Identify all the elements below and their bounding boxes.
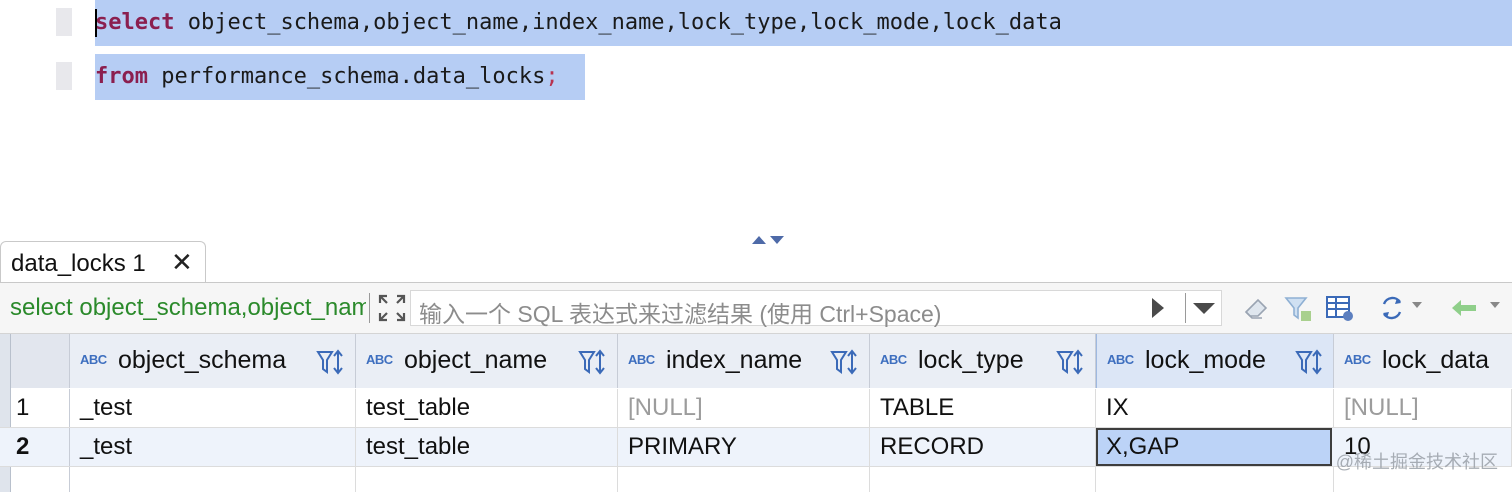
column-header-object-name[interactable]: ABC object_name: [356, 334, 618, 388]
grid-header: ABC object_schema ABC object_name ABC in…: [0, 334, 1512, 388]
sort-filter-icon[interactable]: [578, 348, 608, 376]
cell-lock-type[interactable]: RECORD: [870, 428, 1096, 466]
column-title: object_schema: [118, 346, 287, 374]
empty-row: [0, 467, 1512, 492]
sql-keyword: select: [95, 10, 175, 35]
tab-data-locks[interactable]: data_locks 1 ✕: [0, 241, 206, 282]
cell-object-name[interactable]: test_table: [356, 389, 618, 427]
sql-keyword: from: [95, 64, 148, 89]
line-marker: [56, 8, 72, 36]
refresh-icon[interactable]: [1376, 292, 1408, 324]
run-filter-icon[interactable]: [1152, 298, 1164, 318]
filter-input[interactable]: 输入一个 SQL 表达式来过滤结果 (使用 Ctrl+Space): [410, 290, 1222, 327]
empty-cell: [1096, 467, 1334, 492]
column-header-index-name[interactable]: ABC index_name: [618, 334, 870, 388]
abc-type-icon: ABC: [1107, 352, 1134, 367]
panel-splitter[interactable]: [752, 231, 788, 249]
grid-settings-icon[interactable]: [1324, 292, 1356, 324]
column-title: index_name: [666, 346, 803, 374]
code-line-2[interactable]: from performance_schema.data_locks;: [95, 54, 585, 100]
query-text-link[interactable]: select object_schema,object_name,index_n…: [0, 283, 366, 333]
table-row[interactable]: 2 _test test_table PRIMARY RECORD X,GAP …: [0, 428, 1512, 466]
chevron-down-icon[interactable]: [770, 236, 784, 244]
divider: [1185, 293, 1186, 323]
column-header-lock-mode[interactable]: ABC lock_mode: [1096, 334, 1334, 388]
abc-type-icon: ABC: [80, 352, 107, 367]
row-number[interactable]: 1: [10, 389, 70, 427]
cell-lock-data[interactable]: [NULL]: [1334, 389, 1512, 427]
empty-cell: [618, 467, 870, 492]
cell-lock-data[interactable]: 10: [1334, 428, 1512, 466]
tab-label: data_locks 1: [11, 250, 146, 277]
expand-icon[interactable]: [377, 293, 407, 323]
sql-semicolon: ;: [545, 64, 559, 89]
sort-filter-icon[interactable]: [316, 348, 346, 376]
cell-lock-type[interactable]: TABLE: [870, 389, 1096, 427]
sort-filter-icon[interactable]: [830, 348, 860, 376]
cell-lock-mode-selected[interactable]: X,GAP: [1096, 428, 1332, 466]
abc-type-icon: ABC: [366, 352, 393, 367]
row-header-strip: [0, 334, 11, 492]
row-number[interactable]: 2: [10, 428, 70, 466]
column-header-object-schema[interactable]: ABC object_schema: [70, 334, 356, 388]
sort-filter-icon[interactable]: [1056, 348, 1086, 376]
column-header-lock-data[interactable]: ABC lock_data: [1334, 334, 1512, 388]
eraser-icon[interactable]: [1240, 292, 1272, 324]
line-marker: [56, 62, 72, 90]
cell-object-schema[interactable]: _test: [70, 428, 356, 466]
cell-index-name[interactable]: [NULL]: [618, 389, 870, 427]
close-icon[interactable]: ✕: [171, 247, 193, 277]
abc-type-icon: ABC: [880, 352, 907, 367]
sql-editor[interactable]: select object_schema,object_name,index_n…: [0, 0, 1512, 228]
sql-text: performance_schema.data_locks: [147, 64, 546, 89]
chevron-down-icon[interactable]: [1490, 302, 1500, 308]
abc-type-icon: ABC: [628, 352, 655, 367]
empty-cell: [70, 467, 356, 492]
column-title: lock_mode: [1145, 346, 1266, 374]
cell-index-name[interactable]: PRIMARY: [618, 428, 870, 466]
column-title: lock_data: [1382, 346, 1490, 374]
row-divider: [0, 427, 1512, 428]
query-text: select object_schema,object_name,index_n…: [10, 294, 366, 321]
cell-lock-mode[interactable]: IX: [1096, 389, 1334, 427]
column-title: object_name: [404, 346, 548, 374]
abc-type-icon: ABC: [1344, 352, 1371, 367]
row-divider: [0, 466, 1512, 467]
arrow-left-icon[interactable]: [1448, 292, 1480, 324]
dropdown-icon[interactable]: [1193, 303, 1215, 314]
watermark: @稀土掘金技术社区: [1335, 452, 1498, 472]
empty-cell: [356, 467, 618, 492]
column-header-lock-type[interactable]: ABC lock_type: [870, 334, 1096, 388]
cell-object-schema[interactable]: _test: [70, 389, 356, 427]
divider: [369, 293, 370, 323]
result-grid[interactable]: ABC object_schema ABC object_name ABC in…: [0, 334, 1512, 492]
grid-corner[interactable]: [0, 334, 70, 388]
filter-placeholder: 输入一个 SQL 表达式来过滤结果 (使用 Ctrl+Space): [419, 301, 942, 327]
chevron-down-icon[interactable]: [1412, 302, 1422, 308]
column-title: lock_type: [918, 346, 1024, 374]
row-number-empty: [10, 467, 70, 492]
sql-text: object_schema,object_name,index_name,loc…: [174, 10, 1062, 35]
text-cursor: [95, 9, 97, 37]
table-row[interactable]: 1 _test test_table [NULL] TABLE IX [NULL…: [0, 389, 1512, 427]
empty-cell: [870, 467, 1096, 492]
sort-filter-icon[interactable]: [1295, 348, 1325, 376]
cell-object-name[interactable]: test_table: [356, 428, 618, 466]
code-line-1[interactable]: select object_schema,object_name,index_n…: [95, 0, 1512, 46]
filter-toolbar: select object_schema,object_name,index_n…: [0, 283, 1512, 334]
chevron-up-icon[interactable]: [752, 236, 766, 244]
result-tabbar: data_locks 1 ✕: [0, 238, 1512, 283]
filter-clear-icon[interactable]: [1282, 292, 1314, 324]
